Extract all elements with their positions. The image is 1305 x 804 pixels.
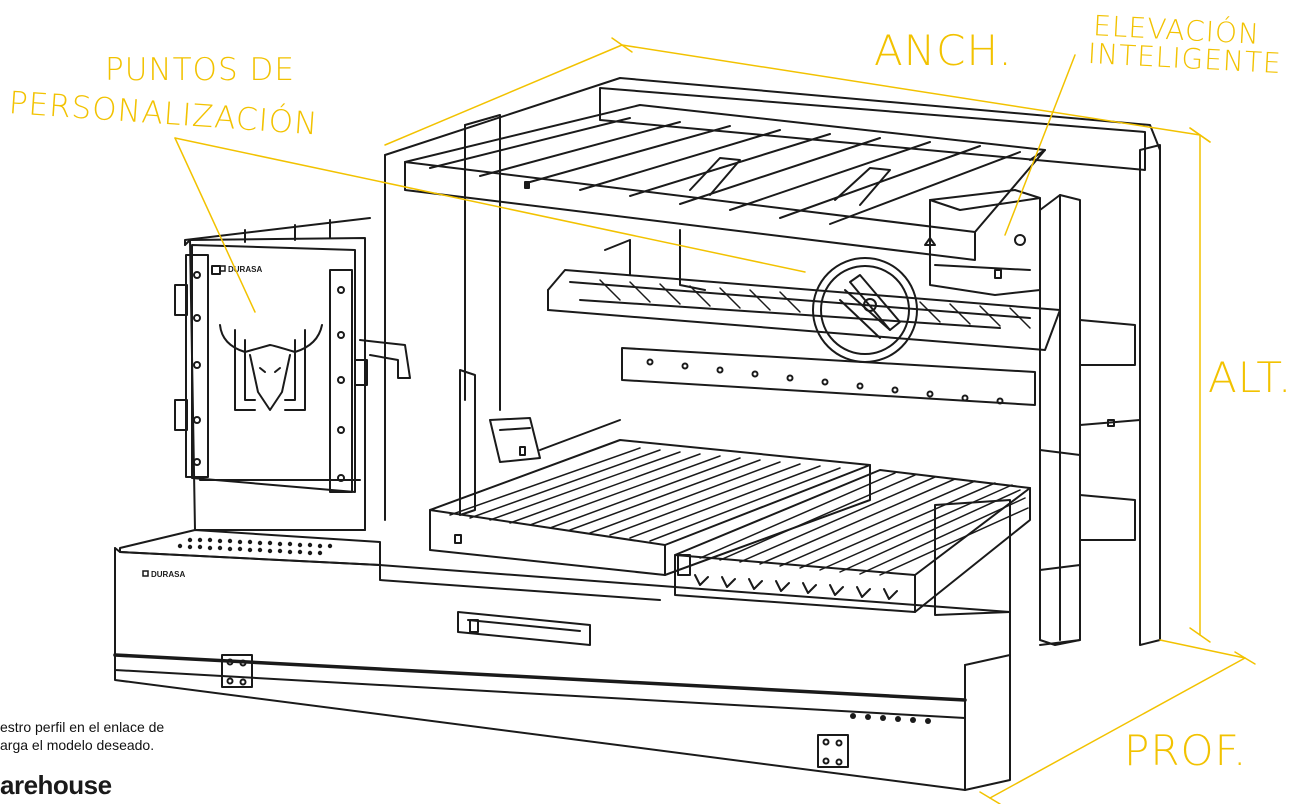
spit-rack — [404, 104, 1046, 261]
depth-dimension — [979, 639, 1256, 804]
brand-plate-door-label: DURASA — [228, 265, 262, 274]
width-label-text: ANCH. — [874, 26, 1013, 75]
firebox — [174, 217, 411, 531]
depth-label: PROF. — [1124, 730, 1247, 772]
height-label-text: ALT. — [1208, 353, 1293, 402]
lower-grill-left — [429, 439, 871, 576]
caption: estro perfil en el enlace de arga el mod… — [0, 718, 164, 754]
warehouse-logo: arehouse — [0, 770, 112, 800]
side-rail — [459, 369, 621, 516]
main-frame — [384, 77, 1161, 646]
ash-tray — [119, 529, 381, 566]
brand-plate-drawer-label: DURASA — [151, 570, 185, 579]
middle-rail — [621, 347, 1036, 406]
depth-label-text: PROF. — [1124, 726, 1248, 775]
bull-logo — [219, 324, 323, 411]
base-drawer — [113, 547, 1011, 791]
height-label: ALT. — [1208, 357, 1292, 399]
brand-plate-door: DURASA — [219, 265, 262, 274]
smart-lift-label: ELEVACIÓN INTELIGENTE — [1087, 9, 1284, 80]
caption-line2: arga el modelo deseado. — [0, 737, 155, 753]
lift-box — [929, 189, 1041, 296]
width-label: ANCH. — [874, 30, 1013, 72]
customization-label: PUNTOS DE — [85, 55, 315, 86]
upper-grill — [547, 229, 1061, 351]
customization-callout — [174, 137, 806, 313]
lower-grill-right — [674, 469, 1031, 613]
smart-lift-callout — [1004, 54, 1076, 236]
right-post — [1039, 194, 1141, 646]
customization-label-line1: PUNTOS DE — [105, 52, 295, 88]
width-dimension — [384, 37, 1211, 146]
caption-line1: estro perfil en el enlace de — [0, 719, 165, 735]
height-dimension — [1189, 127, 1211, 643]
wheel — [812, 257, 918, 363]
inner-wall — [934, 499, 1081, 646]
brand-plate-drawer: DURASA — [142, 570, 185, 579]
